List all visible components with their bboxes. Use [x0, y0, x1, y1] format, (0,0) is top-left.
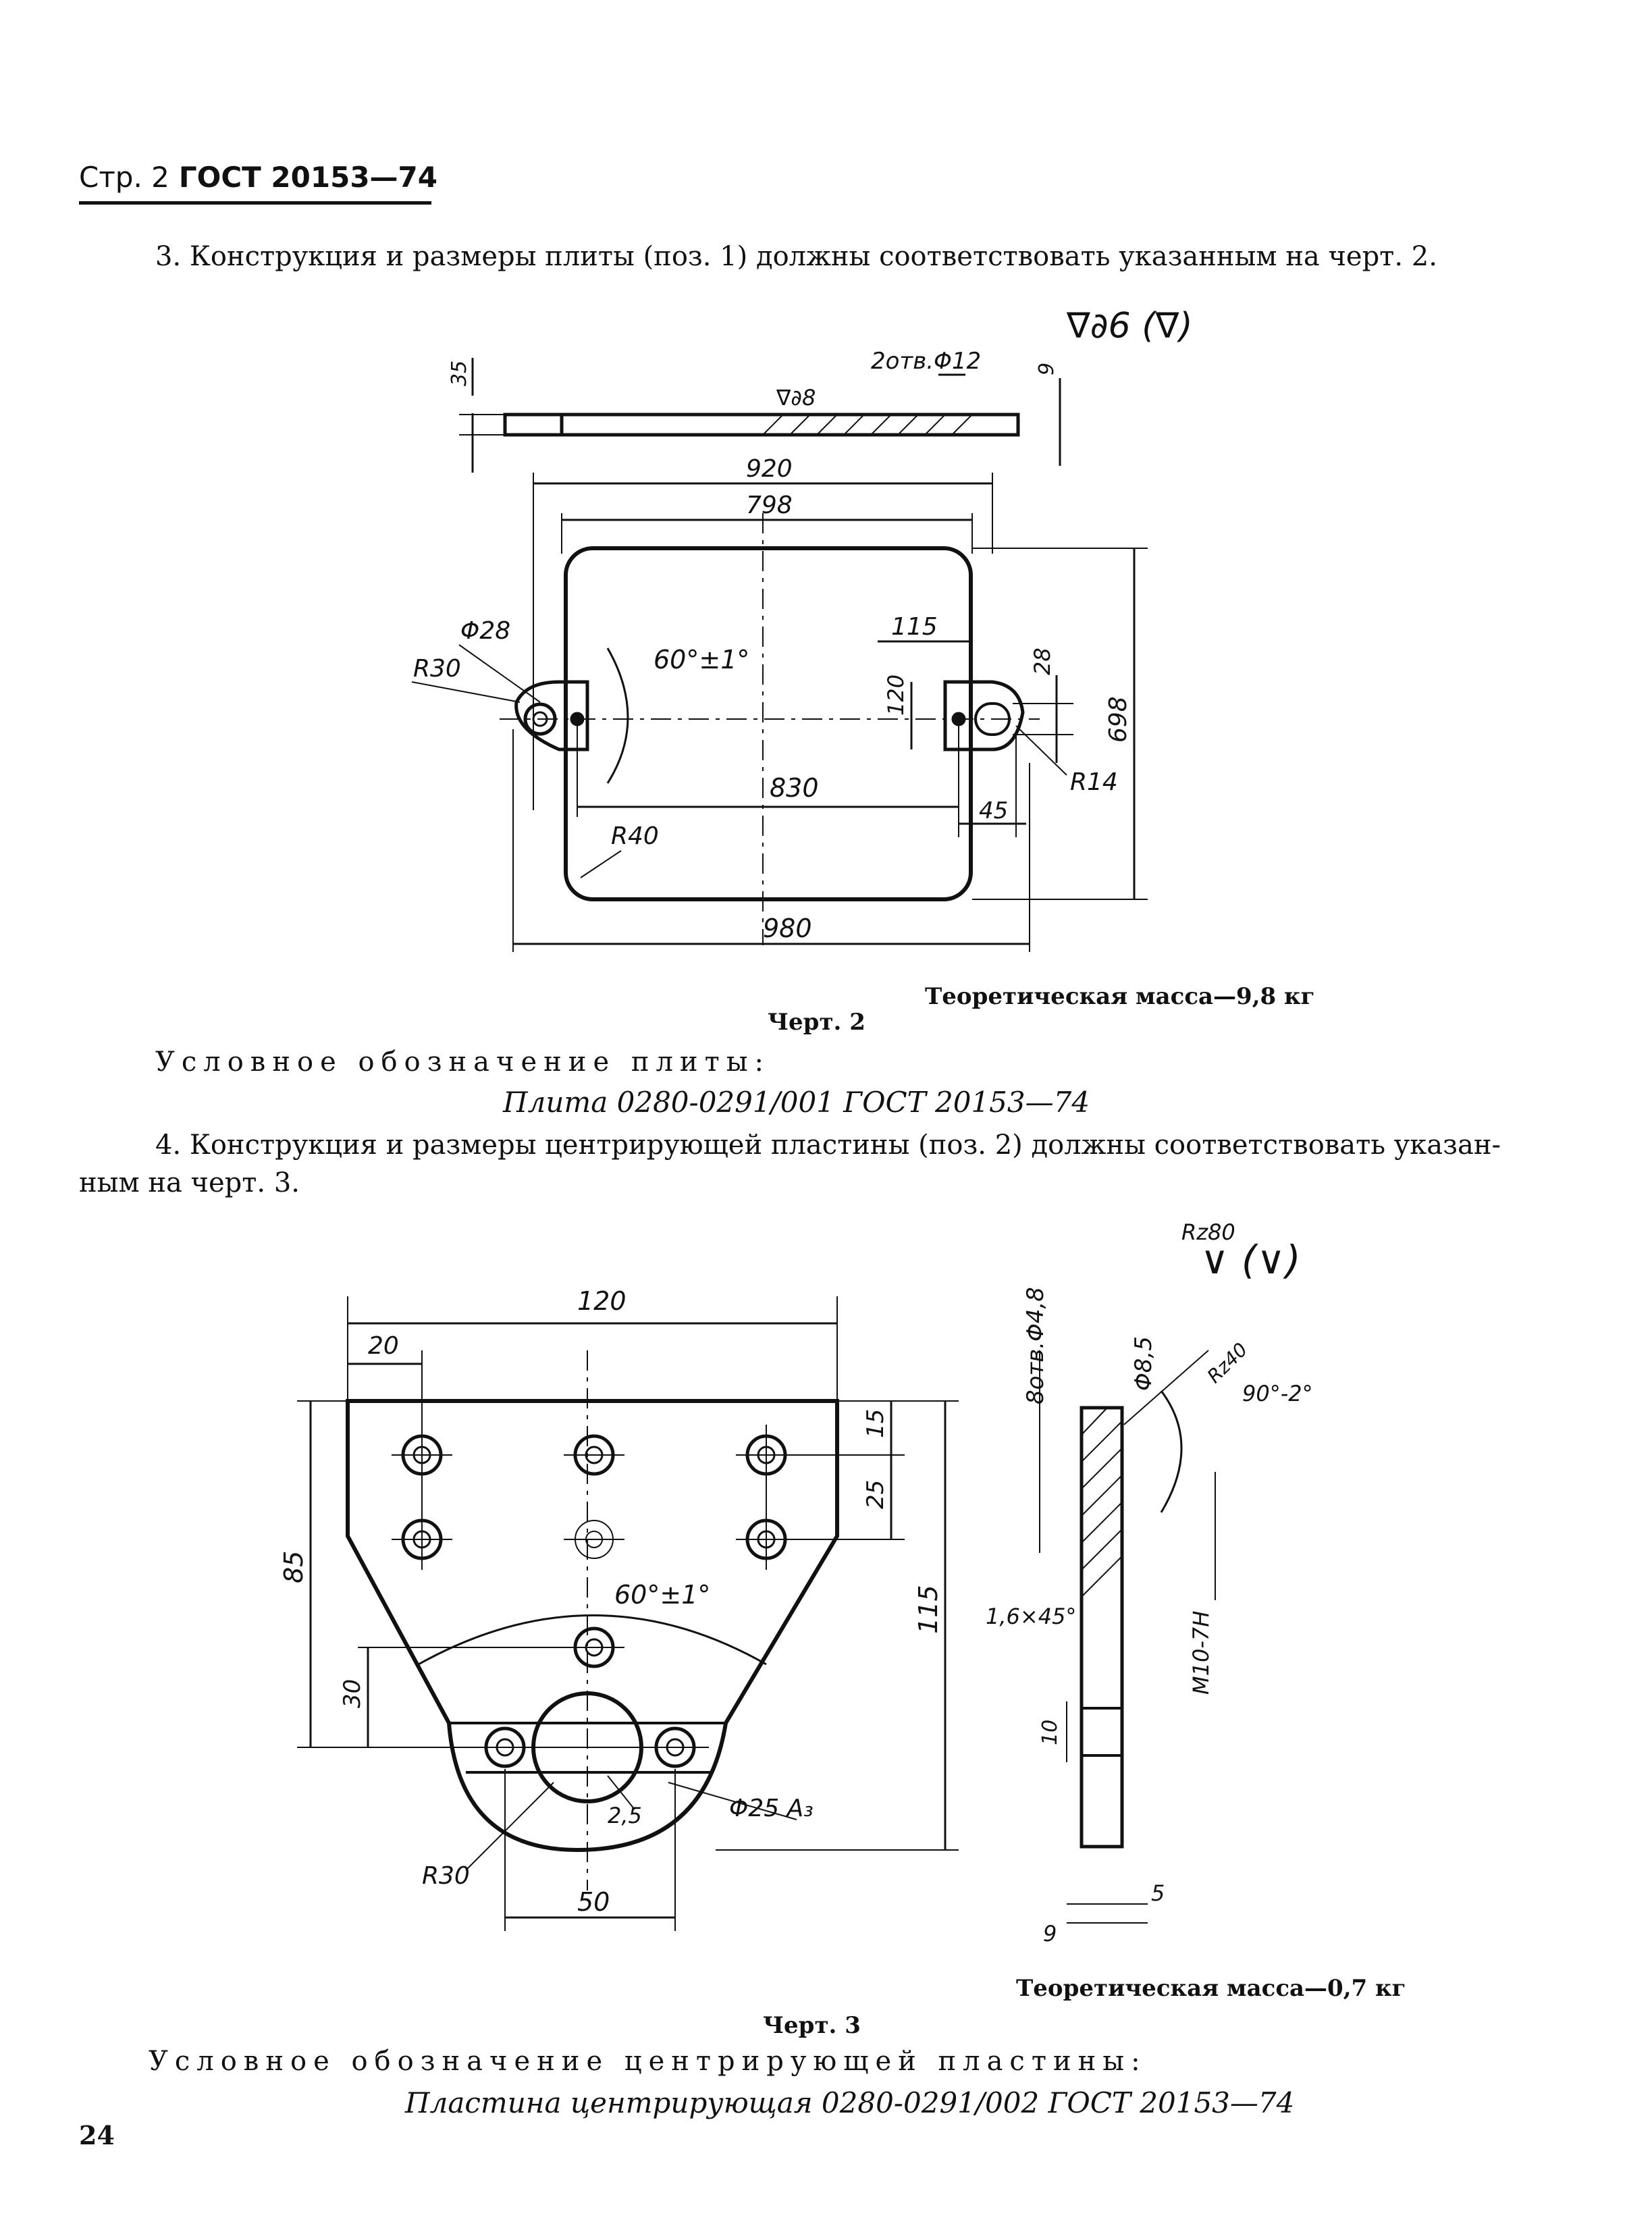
- bolt-holes: [401, 1434, 787, 1803]
- d2-dim-115: 115: [891, 613, 938, 641]
- designation-2-label: Условное обозначение центрирующей пласти…: [149, 2046, 1147, 2077]
- d3-roughness-symbol: ∨ (∨): [1200, 1237, 1301, 1283]
- d2-dim-120: 120: [883, 674, 909, 716]
- d3-dim-9: 9: [1043, 1921, 1057, 1947]
- d2-dim-phi28: Φ28: [460, 617, 510, 645]
- d2-dim-r30: R30: [413, 655, 461, 683]
- d3-side-holes: 8отв.Φ4,8: [1022, 1287, 1049, 1404]
- d3-dim-10: 10: [1038, 1720, 1062, 1745]
- d3-mass: Теоретическая масса—0,7 кг: [1016, 1975, 1406, 2002]
- d3-dim-30: 30: [339, 1679, 366, 1708]
- d2-mass: Теоретическая масса—9,8 кг: [925, 983, 1315, 1010]
- d3-dim-r30: R30: [422, 1862, 470, 1890]
- d2-dim-9: 9: [1035, 363, 1059, 375]
- d3-side-chamfer: 1,6×45°: [986, 1604, 1076, 1629]
- d3-caption: Черт. 3: [763, 2012, 861, 2039]
- d3-dim-5: 5: [1151, 1880, 1165, 1906]
- d2-dim-920: 920: [746, 455, 793, 483]
- d3-dim-20: 20: [368, 1332, 399, 1360]
- d3-side-angle: 90°-2°: [1242, 1381, 1313, 1406]
- d3-dim-25: 25: [862, 1480, 889, 1509]
- d3-dim-85: 85: [279, 1551, 309, 1583]
- d3-dim-2-5: 2,5: [608, 1803, 642, 1828]
- d3-dim-115: 115: [913, 1585, 943, 1634]
- d3-roughness-label: Rz80: [1181, 1219, 1235, 1245]
- d3-dim-50: 50: [577, 1887, 610, 1917]
- d3-dim-phi25: Φ25 A₃: [729, 1795, 814, 1822]
- d2-dim-r40: R40: [611, 822, 659, 850]
- d3-dim-phi8-5: Φ8,5: [1130, 1336, 1157, 1391]
- designation-2-value: Пластина центрирующая 0280-0291/002 ГОСТ…: [405, 2086, 1295, 2119]
- designation-1-value: Плита 0280-0291/001 ГОСТ 20153—74: [503, 1086, 1090, 1119]
- d2-dim-830: 830: [770, 773, 819, 803]
- centering-plate-outline: [346, 1399, 839, 1853]
- d3-side-thread: M10-7H: [1188, 1611, 1214, 1695]
- d2-dim-r14: R14: [1070, 768, 1118, 796]
- designation-1-label: Условное обозначение плиты:: [155, 1047, 771, 1078]
- header-rule: [79, 201, 431, 205]
- d3-side-rz: Rz40: [1203, 1338, 1252, 1387]
- d2-roughness-top: ∇∂6 (∇): [1066, 306, 1193, 346]
- plate-side-view: [503, 413, 1020, 437]
- d2-holes-label: 2отв.Φ12: [871, 348, 981, 375]
- d2-dim-45: 45: [979, 797, 1008, 824]
- d2-dim-angle: 60°±1°: [654, 645, 749, 674]
- d2-caption: Черт. 2: [768, 1009, 865, 1036]
- page-label: Стр. 2: [79, 161, 169, 194]
- paragraph-4-line-2: ным на черт. 3.: [79, 1167, 300, 1198]
- standard-number: ГОСТ 20153—74: [178, 161, 438, 194]
- d2-dim-698: 698: [1104, 696, 1132, 743]
- d2-dim-35: 35: [448, 361, 471, 386]
- page-number: 24: [79, 2120, 115, 2150]
- d2-surface-mark: ∇∂8: [776, 385, 816, 411]
- d2-dim-798: 798: [746, 492, 793, 519]
- d2-dim-980: 980: [763, 914, 812, 943]
- paragraph-3: 3. Конструкция и размеры плиты (поз. 1) …: [155, 241, 1437, 272]
- paragraph-4-line-1: 4. Конструкция и размеры центрирующей пл…: [155, 1130, 1501, 1161]
- d3-dim-15: 15: [862, 1409, 889, 1438]
- side-view-outline: [1080, 1406, 1124, 1849]
- d3-dim-angle: 60°±1°: [614, 1580, 710, 1610]
- d2-dim-28: 28: [1030, 647, 1055, 675]
- page-header: Стр. 2 ГОСТ 20153—74: [79, 161, 437, 194]
- d3-dim-120: 120: [577, 1286, 627, 1316]
- plate-outline: [564, 546, 973, 901]
